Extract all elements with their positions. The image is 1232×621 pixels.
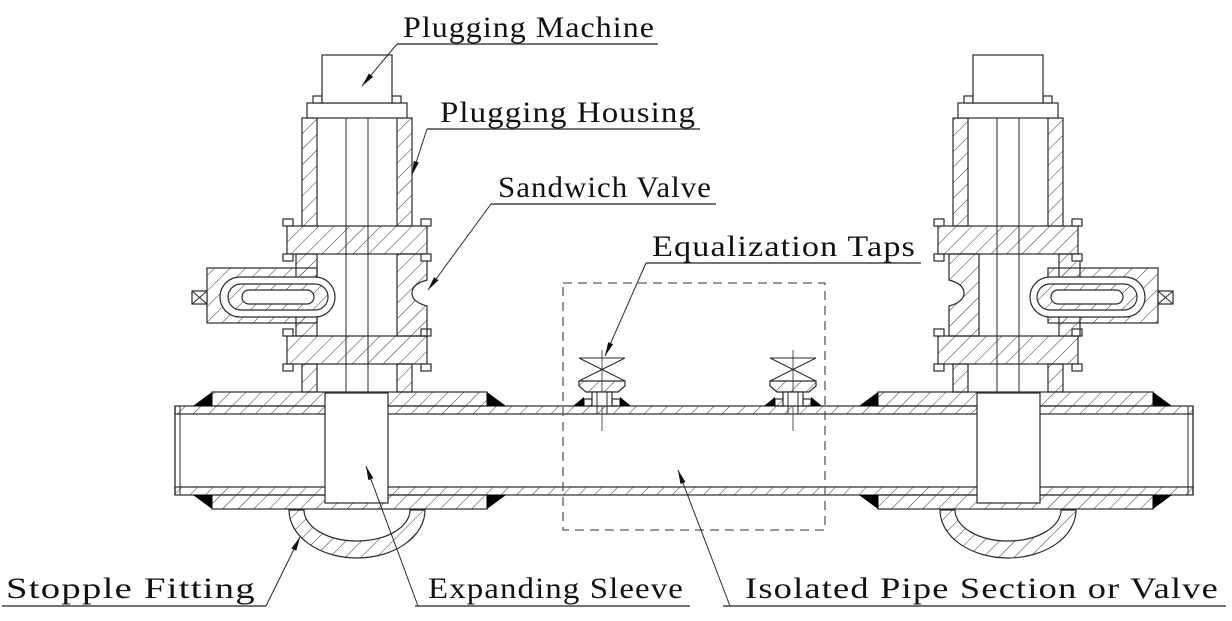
fitting-neck bbox=[952, 363, 969, 393]
tap-neck bbox=[591, 391, 613, 407]
leader-arrow bbox=[427, 203, 492, 291]
valve-symbol-icon bbox=[578, 357, 626, 382]
label-plugging-housing: Plugging Housing bbox=[440, 96, 696, 129]
right-plugging-assembly bbox=[859, 54, 1174, 559]
callout-plugging-machine: Plugging Machine bbox=[361, 11, 658, 87]
equalization-tap-left bbox=[573, 350, 631, 431]
machine-mount-flange bbox=[957, 102, 1059, 119]
plugging-housing-wall bbox=[1047, 117, 1064, 227]
label-stopple-fitting: Stopple Fitting bbox=[6, 572, 256, 605]
weld-symbol bbox=[573, 397, 584, 406]
equalization-tap-right bbox=[764, 350, 822, 431]
label-expanding-sleeve: Expanding Sleeve bbox=[428, 572, 684, 605]
leader-arrow bbox=[604, 262, 647, 357]
flange-bolt bbox=[282, 218, 294, 227]
leader-arrow bbox=[265, 536, 301, 607]
weld-symbol bbox=[859, 392, 878, 406]
flange-bolt bbox=[933, 363, 945, 372]
upper-flange-ring bbox=[286, 225, 428, 255]
machine-mount-flange bbox=[306, 102, 408, 119]
leader-arrow bbox=[361, 43, 398, 87]
flange-bolt bbox=[312, 95, 323, 104]
callout-sandwich-valve: Sandwich Valve bbox=[427, 171, 716, 291]
plugging-housing-wall bbox=[396, 117, 413, 227]
expanding-sleeve-plug bbox=[324, 392, 389, 504]
label-isolated-pipe-section: Isolated Pipe Section or Valve bbox=[745, 572, 1219, 605]
label-sandwich-valve: Sandwich Valve bbox=[498, 171, 712, 204]
flange-bolt bbox=[933, 218, 945, 227]
weld-symbol bbox=[620, 397, 631, 406]
upper-flange-ring bbox=[937, 225, 1079, 255]
callout-stopple-fitting: Stopple Fitting bbox=[2, 536, 301, 607]
stopple-fitting-saddle bbox=[288, 509, 426, 559]
flange-bolt bbox=[933, 253, 945, 262]
sandwich-valve-body bbox=[396, 253, 428, 337]
flange-bolt bbox=[420, 253, 432, 262]
weld-symbol bbox=[1153, 392, 1172, 406]
flange-bolt bbox=[282, 328, 294, 337]
flange-bolt bbox=[420, 218, 432, 227]
tap-cap bbox=[578, 380, 626, 393]
weld-symbol bbox=[811, 397, 822, 406]
flange-bolt bbox=[1071, 218, 1083, 227]
weld-symbol bbox=[193, 495, 212, 509]
gate-slot bbox=[1050, 289, 1124, 305]
leader-arrow bbox=[365, 465, 419, 607]
flange-bolt bbox=[1071, 363, 1083, 372]
leader-arrow bbox=[677, 469, 731, 607]
leader-arrow bbox=[411, 128, 428, 176]
tap-cap bbox=[769, 380, 817, 393]
weld-symbol bbox=[193, 392, 212, 406]
left-plugging-assembly bbox=[191, 54, 506, 559]
flange-bolt bbox=[1071, 253, 1083, 262]
flange-bolt bbox=[963, 95, 974, 104]
flange-bolt bbox=[282, 253, 294, 262]
callout-isolated-pipe-section: Isolated Pipe Section or Valve bbox=[677, 469, 1226, 607]
expanding-sleeve-plug bbox=[976, 392, 1041, 504]
tap-foot bbox=[774, 398, 784, 407]
tap-foot bbox=[583, 398, 593, 407]
plugging-housing-wall bbox=[301, 117, 318, 227]
flange-bolt bbox=[420, 363, 432, 372]
weld-symbol bbox=[487, 392, 506, 406]
label-plugging-machine: Plugging Machine bbox=[403, 11, 655, 44]
fitting-neck bbox=[1047, 363, 1064, 393]
plugging-housing-wall bbox=[952, 117, 969, 227]
pipe bbox=[174, 405, 1194, 496]
flange-bolt bbox=[933, 328, 945, 337]
weld-symbol bbox=[859, 495, 878, 509]
fitting-neck bbox=[396, 363, 413, 393]
weld-symbol bbox=[764, 397, 775, 406]
callout-equalization-taps: Equalization Taps bbox=[604, 230, 921, 357]
label-equalization-taps: Equalization Taps bbox=[652, 230, 916, 263]
tap-foot bbox=[611, 398, 621, 407]
valve-symbol-icon bbox=[769, 357, 817, 382]
weld-symbol bbox=[1153, 495, 1172, 509]
tap-foot bbox=[802, 398, 812, 407]
fitting-neck bbox=[301, 363, 318, 393]
lower-flange-ring bbox=[286, 335, 428, 365]
flange-bolt bbox=[282, 363, 294, 372]
plugging-machine-box bbox=[972, 54, 1044, 104]
weld-symbol bbox=[487, 495, 506, 509]
flange-bolt bbox=[1042, 95, 1053, 104]
flange-bolt bbox=[391, 95, 402, 104]
lower-flange-ring bbox=[937, 335, 1079, 365]
gate-slot bbox=[241, 289, 315, 305]
plugging-machine-box bbox=[321, 54, 393, 104]
stopple-fitting-saddle bbox=[939, 509, 1077, 559]
callout-plugging-housing: Plugging Housing bbox=[411, 96, 700, 176]
callout-expanding-sleeve: Expanding Sleeve bbox=[365, 465, 690, 607]
sandwich-valve-body bbox=[948, 253, 980, 337]
tap-neck bbox=[782, 391, 804, 407]
